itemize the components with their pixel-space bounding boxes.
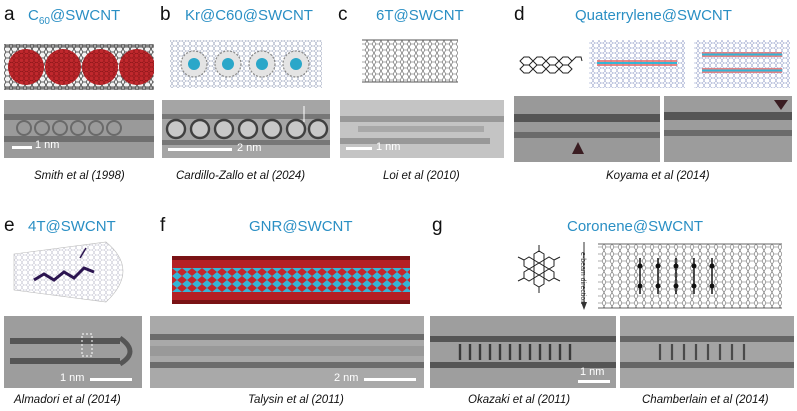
6t-swcnt-model	[362, 39, 458, 83]
coronene-swcnt-model	[598, 243, 782, 309]
scale-bar-label: 1 nm	[580, 366, 605, 378]
scale-bar-label: 1 nm	[60, 372, 85, 384]
citation-f: Talysin et al (2011)	[248, 394, 344, 406]
gnr-tem-image: 2 nm	[150, 316, 424, 388]
panel-letter-f: f	[160, 215, 166, 236]
scale-bar-label: 1 nm	[35, 139, 60, 151]
kr-c60-tem-image: 2 nm	[162, 100, 330, 158]
c60-tem-image: 1 nm	[4, 100, 154, 158]
panel-letter-e: e	[4, 215, 15, 236]
scale-bar	[364, 378, 416, 381]
panel-c-title: 6T@SWCNT	[376, 7, 464, 24]
panel-g-title: Coronene@SWCNT	[567, 218, 704, 235]
panel-f-title: GNR@SWCNT	[249, 218, 353, 235]
coronene-tem-image-1: 1 nm	[430, 316, 616, 388]
panel-b-title: Kr@C60@SWCNT	[185, 7, 313, 24]
scale-bar	[346, 147, 372, 150]
quaterrylene-swcnt-model-1	[589, 40, 685, 88]
panel-e-title: 4T@SWCNT	[28, 218, 116, 235]
panel-letter-g: g	[432, 215, 443, 236]
scale-bar	[578, 380, 610, 383]
scale-bar	[12, 146, 32, 149]
scale-bar-label: 1 nm	[376, 141, 401, 153]
citation-c: Loi et al (2010)	[383, 170, 460, 182]
e-beam-label: e-beam direction	[579, 252, 586, 305]
citation-e: Almadori et al (2014)	[14, 394, 121, 406]
coronene-tem-image-2	[620, 316, 794, 388]
scale-bar	[90, 378, 132, 381]
quaterrylene-tem-image-1	[514, 96, 660, 162]
panel-letter-b: b	[160, 4, 171, 25]
scale-bar-label: 2 nm	[334, 372, 359, 384]
panel-letter-d: d	[514, 4, 525, 25]
citation-d: Koyama et al (2014)	[606, 170, 710, 182]
c60-swcnt-model	[4, 44, 154, 90]
citation-a: Smith et al (1998)	[34, 170, 125, 182]
6t-tem-image: 1 nm	[340, 100, 504, 158]
citation-b: Cardillo-Zallo et al (2024)	[176, 170, 306, 182]
panel-d-title: Quaterrylene@SWCNT	[575, 7, 732, 24]
4t-tem-image: 1 nm	[4, 316, 142, 388]
4t-swcnt-model	[13, 241, 124, 303]
panel-letter-c: c	[338, 4, 348, 25]
coronene-structure	[517, 245, 561, 293]
quaterrylene-structure	[519, 56, 583, 74]
e-beam-arrow	[581, 242, 587, 310]
kr-c60-swcnt-model	[170, 40, 322, 88]
scale-bar-label: 2 nm	[237, 142, 262, 154]
panel-letter-a: a	[4, 4, 15, 25]
quaterrylene-tem-image-2	[664, 96, 792, 162]
citation-g-right: Chamberlain et al (2014)	[642, 394, 769, 406]
quaterrylene-swcnt-model-2	[694, 40, 790, 88]
gnr-swcnt-model	[172, 256, 410, 304]
scale-bar	[168, 148, 232, 151]
panel-a-title: C60@SWCNT	[28, 7, 121, 27]
citation-g-left: Okazaki et al (2011)	[468, 394, 571, 406]
fullerene-spheres	[8, 49, 154, 85]
